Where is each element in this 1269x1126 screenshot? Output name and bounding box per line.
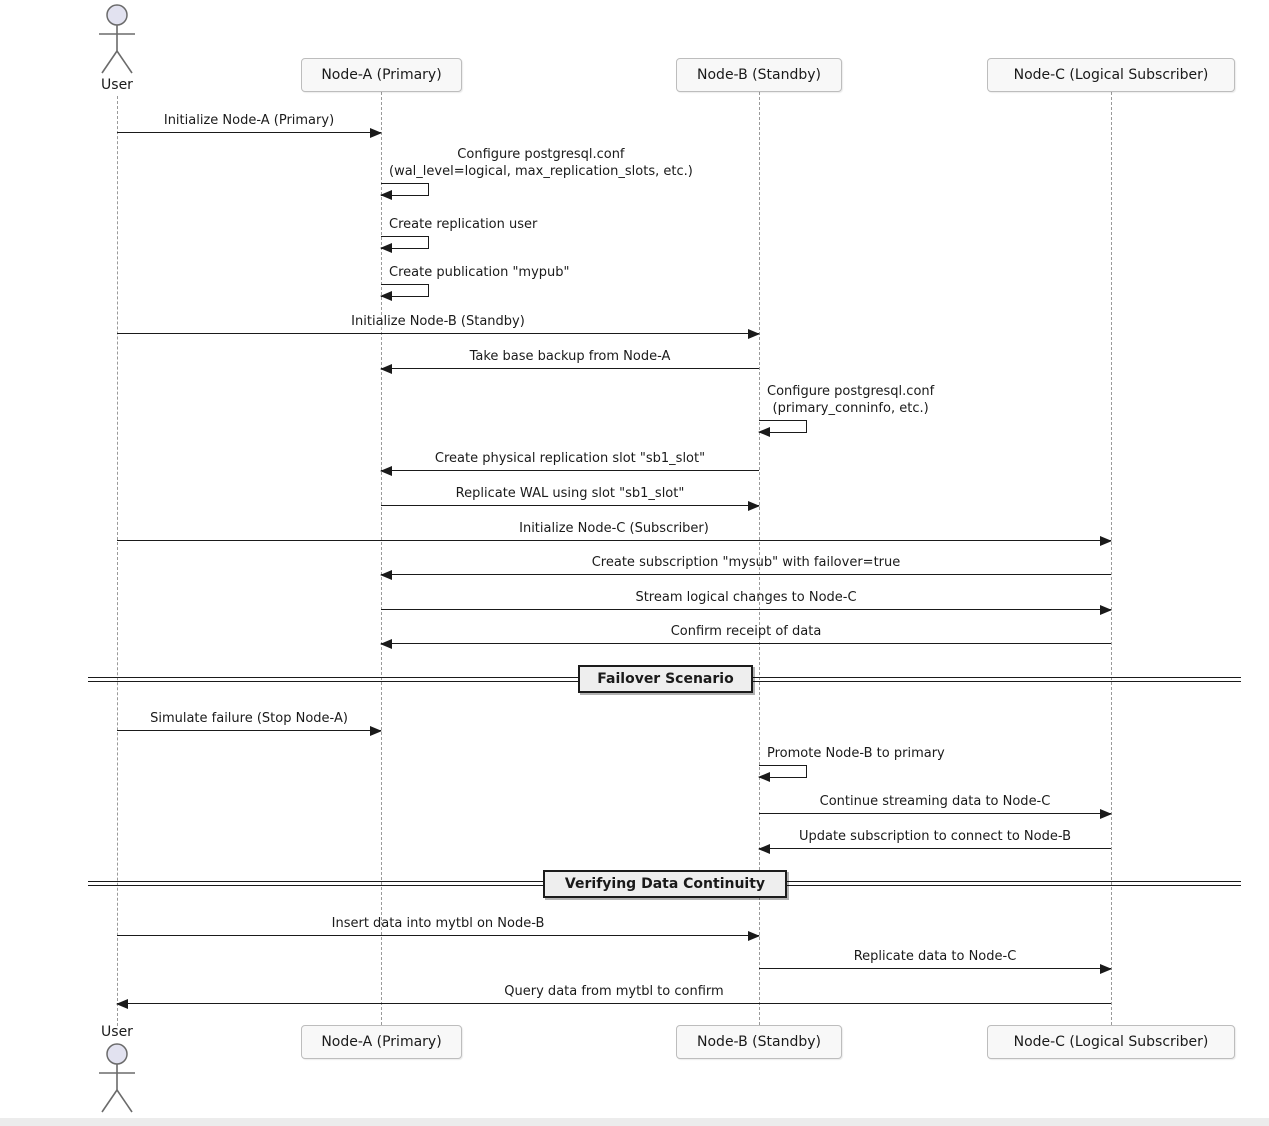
arrow-right-icon	[117, 730, 381, 732]
message-create-subscription: Create subscription "mysub" with failove…	[381, 554, 1111, 576]
arrow-right-icon	[759, 813, 1111, 815]
self-message-promote-node-b: Promote Node-B to primary	[758, 745, 945, 782]
message-label: Configure postgresql.conf	[457, 147, 625, 162]
arrow-left-icon	[117, 1003, 1111, 1005]
message-label: Promote Node-B to primary	[767, 746, 945, 761]
message-insert-data: Insert data into mytbl on Node-B	[117, 915, 759, 937]
arrow-right-icon	[759, 968, 1111, 970]
self-message-configure-node-a: Configure postgresql.conf (wal_level=log…	[380, 146, 693, 200]
message-label: Take base backup from Node-A	[469, 349, 671, 364]
message-initialize-node-a: Initialize Node-A (Primary)	[117, 112, 381, 134]
message-label: Create subscription "mysub" with failove…	[591, 555, 901, 570]
participant-node-c-bottom: Node-C (Logical Subscriber)	[987, 1025, 1235, 1059]
self-arrow-icon	[758, 765, 807, 782]
participant-node-a-top: Node-A (Primary)	[301, 58, 462, 92]
message-label: Simulate failure (Stop Node-A)	[150, 711, 348, 726]
arrow-right-icon	[117, 935, 759, 937]
self-arrow-icon	[380, 236, 429, 253]
window-bottom-edge	[0, 1118, 1269, 1126]
message-take-base-backup: Take base backup from Node-A	[381, 348, 759, 370]
message-simulate-failure: Simulate failure (Stop Node-A)	[117, 710, 381, 732]
self-message-create-publication: Create publication "mypub"	[380, 264, 570, 301]
message-label: Initialize Node-C (Subscriber)	[519, 521, 709, 536]
user-actor-icon	[92, 1042, 142, 1119]
user-actor-label-top: User	[101, 77, 133, 93]
arrow-left-icon	[759, 848, 1111, 850]
message-label: Create publication "mypub"	[389, 265, 570, 280]
divider-label: Failover Scenario	[578, 665, 753, 693]
message-label: Insert data into mytbl on Node-B	[331, 916, 545, 931]
message-label: Continue streaming data to Node-C	[819, 794, 1051, 809]
message-replicate-wal: Replicate WAL using slot "sb1_slot"	[381, 485, 759, 507]
user-actor-icon	[92, 3, 142, 80]
lifeline-node-a	[381, 92, 382, 1025]
user-actor-label-bottom: User	[101, 1024, 133, 1040]
participant-node-b-bottom: Node-B (Standby)	[676, 1025, 842, 1059]
participant-node-b-top: Node-B (Standby)	[676, 58, 842, 92]
arrow-right-icon	[117, 333, 759, 335]
arrow-left-icon	[381, 368, 759, 370]
message-label: Create physical replication slot "sb1_sl…	[434, 451, 706, 466]
message-initialize-node-b: Initialize Node-B (Standby)	[117, 313, 759, 335]
message-initialize-node-c: Initialize Node-C (Subscriber)	[117, 520, 1111, 542]
self-message-create-replication-user: Create replication user	[380, 216, 538, 253]
message-label: Stream logical changes to Node-C	[635, 590, 857, 605]
message-label: Replicate data to Node-C	[853, 949, 1017, 964]
message-label: Query data from mytbl to confirm	[504, 984, 724, 999]
arrow-left-icon	[381, 574, 1111, 576]
message-create-physical-slot: Create physical replication slot "sb1_sl…	[381, 450, 759, 472]
message-stream-logical-changes: Stream logical changes to Node-C	[381, 589, 1111, 611]
message-continue-streaming: Continue streaming data to Node-C	[759, 793, 1111, 815]
message-label: (primary_conninfo, etc.)	[772, 401, 929, 416]
message-confirm-receipt: Confirm receipt of data	[381, 623, 1111, 645]
self-arrow-icon	[380, 284, 429, 301]
message-label: Replicate WAL using slot "sb1_slot"	[455, 486, 685, 501]
arrow-left-icon	[381, 470, 759, 472]
divider-verifying-data-continuity: Verifying Data Continuity	[0, 869, 1269, 898]
arrow-right-icon	[117, 132, 381, 134]
arrow-right-icon	[117, 540, 1111, 542]
participant-node-a-bottom: Node-A (Primary)	[301, 1025, 462, 1059]
message-label: Initialize Node-B (Standby)	[351, 314, 525, 329]
self-arrow-icon	[380, 183, 429, 200]
message-label: Create replication user	[389, 217, 538, 232]
message-label: Configure postgresql.conf	[767, 384, 935, 399]
lifeline-node-b	[759, 92, 760, 1025]
message-label: Confirm receipt of data	[670, 624, 822, 639]
message-replicate-data: Replicate data to Node-C	[759, 948, 1111, 970]
message-label: Update subscription to connect to Node-B	[798, 829, 1072, 844]
arrow-left-icon	[381, 643, 1111, 645]
message-label: Initialize Node-A (Primary)	[163, 113, 335, 128]
lifeline-node-c	[1111, 92, 1112, 1025]
lifeline-user	[117, 96, 118, 1026]
message-label: (wal_level=logical, max_replication_slot…	[389, 164, 693, 179]
arrow-right-icon	[381, 609, 1111, 611]
divider-label: Verifying Data Continuity	[543, 870, 787, 898]
self-message-configure-node-b: Configure postgresql.conf (primary_conni…	[758, 383, 935, 437]
arrow-right-icon	[381, 505, 759, 507]
message-update-subscription: Update subscription to connect to Node-B	[759, 828, 1111, 850]
divider-failover-scenario: Failover Scenario	[0, 664, 1269, 694]
participant-node-c-top: Node-C (Logical Subscriber)	[987, 58, 1235, 92]
message-query-data: Query data from mytbl to confirm	[117, 983, 1111, 1005]
self-arrow-icon	[758, 420, 807, 437]
